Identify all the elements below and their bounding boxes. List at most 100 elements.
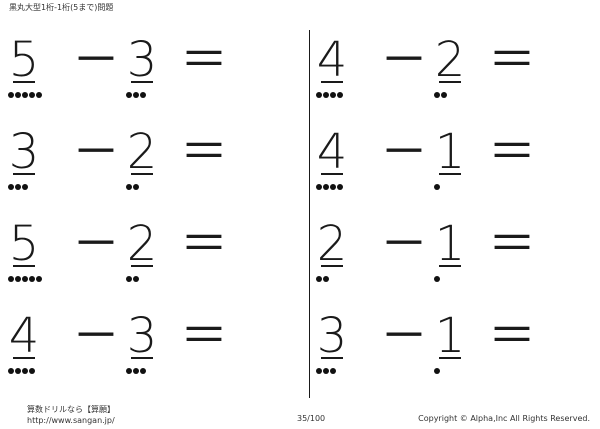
minus-sign: －	[72, 32, 121, 88]
counting-dot	[126, 368, 132, 374]
minuend-dot-group	[316, 267, 330, 282]
subtrahend-dot-group	[434, 267, 441, 282]
equals-sign: ＝	[488, 308, 537, 364]
subtrahend: 1	[434, 308, 466, 364]
footer-site: 算数ドリルなら【算願】 http://www.sangan.jp/	[27, 404, 115, 426]
counting-dot	[337, 92, 343, 98]
copyright-notice: Copyright © Alpha,Inc All Rights Reserve…	[418, 414, 590, 423]
problem-left-4: 4 － 3 ＝	[8, 304, 288, 396]
subtrahend: 2	[434, 32, 466, 88]
counting-dot	[8, 368, 14, 374]
counting-dot	[330, 368, 336, 374]
minuend: 3	[8, 124, 40, 180]
subtrahend: 3	[126, 32, 158, 88]
minus-sign: －	[72, 124, 121, 180]
counting-dot	[133, 368, 139, 374]
minuend: 5	[8, 32, 40, 88]
counting-dot	[323, 92, 329, 98]
counting-dot	[330, 92, 336, 98]
counting-dot	[434, 184, 440, 190]
minuend-dot-group	[316, 359, 337, 374]
equals-sign: ＝	[488, 32, 537, 88]
subtrahend-dot-group	[126, 175, 140, 190]
subtrahend: 1	[434, 216, 466, 272]
minuend: 4	[316, 124, 348, 180]
problem-left-3: 5 － 2 ＝	[8, 212, 288, 304]
subtrahend-dot-group	[434, 175, 441, 190]
counting-dot	[133, 92, 139, 98]
counting-dot	[22, 368, 28, 374]
counting-dot	[316, 368, 322, 374]
counting-dot	[434, 276, 440, 282]
counting-dot	[29, 92, 35, 98]
subtrahend-dot-group	[434, 83, 448, 98]
minuend: 3	[316, 308, 348, 364]
counting-dot	[434, 368, 440, 374]
counting-dot	[323, 276, 329, 282]
equals-sign: ＝	[180, 216, 229, 272]
subtrahend-dot-group	[126, 359, 147, 374]
subtrahend-dot-group	[126, 267, 140, 282]
worksheet-title: 黒丸大型1桁-1桁(5まで)問題	[9, 3, 114, 12]
minuend: 2	[316, 216, 348, 272]
footer-url-link[interactable]: http://www.sangan.jp/	[27, 416, 115, 425]
counting-dot	[330, 184, 336, 190]
subtrahend: 1	[434, 124, 466, 180]
counting-dot	[36, 92, 42, 98]
problem-right-1: 4 － 2 ＝	[316, 28, 596, 120]
minuend-dot-group	[316, 83, 344, 98]
subtrahend-dot-group	[434, 359, 441, 374]
page-number: 35/100	[297, 414, 326, 423]
counting-dot	[323, 184, 329, 190]
problem-left-1: 5 － 3 ＝	[8, 28, 288, 120]
left-problem-column: 5 － 3 ＝ 3 － 2 ＝ 5 － 2 ＝ 4 － 3 ＝	[8, 28, 288, 396]
minuend-dot-group	[8, 359, 36, 374]
counting-dot	[133, 184, 139, 190]
counting-dot	[337, 184, 343, 190]
counting-dot	[323, 368, 329, 374]
equals-sign: ＝	[180, 124, 229, 180]
subtrahend: 3	[126, 308, 158, 364]
counting-dot	[8, 184, 14, 190]
counting-dot	[140, 92, 146, 98]
counting-dot	[15, 368, 21, 374]
minus-sign: －	[380, 124, 429, 180]
subtrahend: 2	[126, 124, 158, 180]
counting-dot	[316, 92, 322, 98]
counting-dot	[316, 184, 322, 190]
minus-sign: －	[72, 216, 121, 272]
counting-dot	[140, 368, 146, 374]
counting-dot	[29, 368, 35, 374]
problem-left-2: 3 － 2 ＝	[8, 120, 288, 212]
minuend: 5	[8, 216, 40, 272]
counting-dot	[8, 276, 14, 282]
counting-dot	[316, 276, 322, 282]
subtrahend: 2	[126, 216, 158, 272]
minuend-dot-group	[8, 267, 43, 282]
footer-site-name: 算数ドリルなら【算願】	[27, 405, 115, 414]
minus-sign: －	[380, 216, 429, 272]
minuend-dot-group	[8, 175, 29, 190]
counting-dot	[36, 276, 42, 282]
counting-dot	[22, 276, 28, 282]
minuend-dot-group	[8, 83, 43, 98]
counting-dot	[15, 92, 21, 98]
subtrahend-dot-group	[126, 83, 147, 98]
problem-right-2: 4 － 1 ＝	[316, 120, 596, 212]
equals-sign: ＝	[180, 32, 229, 88]
minus-sign: －	[380, 32, 429, 88]
minus-sign: －	[380, 308, 429, 364]
counting-dot	[22, 184, 28, 190]
problem-right-4: 3 － 1 ＝	[316, 304, 596, 396]
counting-dot	[8, 92, 14, 98]
counting-dot	[434, 92, 440, 98]
counting-dot	[126, 184, 132, 190]
counting-dot	[15, 276, 21, 282]
counting-dot	[126, 276, 132, 282]
column-divider	[309, 30, 310, 398]
counting-dot	[22, 92, 28, 98]
right-problem-column: 4 － 2 ＝ 4 － 1 ＝ 2 － 1 ＝ 3 － 1 ＝	[316, 28, 596, 396]
equals-sign: ＝	[488, 124, 537, 180]
minuend: 4	[316, 32, 348, 88]
equals-sign: ＝	[180, 308, 229, 364]
